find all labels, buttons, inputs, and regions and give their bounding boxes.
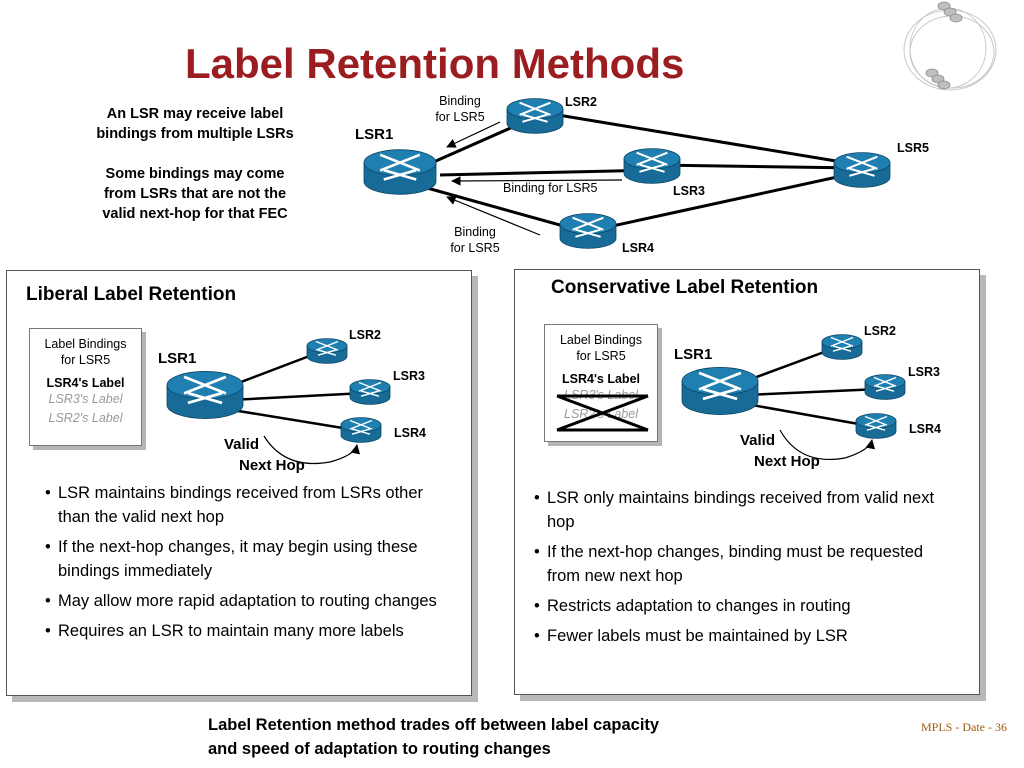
bindings-box-title: Label Bindings for LSR5 <box>545 325 657 364</box>
liberal-panel-title: Liberal Label Retention <box>26 284 237 305</box>
conservative-label-bindings-box: Label Bindings for LSR5 LSR4's Label LSR… <box>544 324 658 442</box>
liberal-router-label-lsr4: LSR4 <box>394 426 426 440</box>
router-icon-lsr4 <box>559 213 617 249</box>
binding-label-lsr4: Binding for LSR5 <box>440 224 510 256</box>
conservative-next-hop-label: Next Hop <box>754 453 820 470</box>
lsr4-label-entry: LSR4's Label <box>562 372 640 386</box>
router-icon-conservative-lsr2 <box>821 334 863 360</box>
page-title: Label Retention Methods <box>185 40 685 87</box>
bindings-box-title-text: for LSR5 <box>60 353 111 367</box>
intro-line: Some bindings may come <box>105 166 285 182</box>
binding-text: Binding <box>454 225 496 239</box>
bindings-box-title-text: for LSR5 <box>576 349 626 363</box>
bullet-item: If the next-hop changes, binding must be… <box>533 540 953 588</box>
binding-text: Binding <box>439 94 481 108</box>
router-label-lsr3: LSR3 <box>673 184 705 198</box>
bindings-box-title-text: Label Bindings <box>44 337 127 351</box>
router-icon-liberal-lsr3 <box>349 379 391 405</box>
router-icon-liberal-lsr2 <box>306 338 348 364</box>
conservative-router-label-lsr2: LSR2 <box>864 324 896 338</box>
router-icon-liberal-lsr1 <box>166 371 244 419</box>
intro-line: valid next-hop for that FEC <box>102 206 288 222</box>
router-icon-lsr2 <box>506 98 564 134</box>
liberal-router-label-lsr3: LSR3 <box>393 369 425 383</box>
binding-label-lsr2: Binding for LSR5 <box>425 93 495 125</box>
liberal-router-label-lsr2: LSR2 <box>349 328 381 342</box>
lsr2-label-entry: LSR2's Label <box>48 411 123 425</box>
router-icon-conservative-lsr1 <box>681 367 759 415</box>
conservative-router-label-lsr1: LSR1 <box>674 346 713 363</box>
footer-caption: Label Retention method trades off betwee… <box>208 713 659 761</box>
router-label-lsr2: LSR2 <box>565 95 597 109</box>
bindings-box-title-text: Label Bindings <box>559 333 642 347</box>
router-label-lsr1: LSR1 <box>355 126 394 143</box>
bullet-item: Restricts adaptation to changes in routi… <box>533 594 953 618</box>
bullet-item: If the next-hop changes, it may begin us… <box>44 535 456 583</box>
conservative-router-label-lsr4: LSR4 <box>909 422 941 436</box>
bullet-item: May allow more rapid adaptation to routi… <box>44 589 456 613</box>
lsr3-label-entry: LSR3's Label <box>48 392 123 406</box>
bullet-item: LSR only maintains bindings received fro… <box>533 486 953 534</box>
liberal-next-hop-label: Next Hop <box>239 457 305 474</box>
bullet-item: LSR maintains bindings received from LSR… <box>44 481 456 529</box>
bullet-item: Fewer labels must be maintained by LSR <box>533 624 953 648</box>
footer-line: Label Retention method trades off betwee… <box>208 716 660 734</box>
liberal-valid-label: Valid <box>224 436 260 453</box>
conservative-bullet-list: LSR only maintains bindings received fro… <box>533 486 953 654</box>
liberal-router-label-lsr1: LSR1 <box>158 350 197 367</box>
router-icon-lsr1 <box>363 149 437 195</box>
conservative-panel-title: Conservative Label Retention <box>551 277 819 298</box>
binding-label-lsr3: Binding for LSR5 <box>503 181 598 195</box>
router-icon-conservative-lsr3 <box>864 374 906 400</box>
page-number: MPLS - Date - 36 <box>921 720 1007 734</box>
liberal-label-bindings-box: Label Bindings for LSR5 LSR4's Label LSR… <box>29 328 142 446</box>
intro-line: An LSR may receive label <box>106 106 284 122</box>
lsr4-label-entry: LSR4's Label <box>46 376 125 390</box>
binding-text: for LSR5 <box>450 241 500 255</box>
conservative-valid-label: Valid <box>740 432 776 449</box>
bindings-box-title: Label Bindings for LSR5 <box>30 329 141 368</box>
router-icon-conservative-lsr4 <box>855 413 897 439</box>
bullet-item: Requires an LSR to maintain many more la… <box>44 619 456 643</box>
router-label-lsr4: LSR4 <box>622 241 654 255</box>
intro-line: bindings from multiple LSRs <box>96 126 294 142</box>
router-icon-liberal-lsr4 <box>340 417 382 443</box>
intro-text: An LSR may receive label bindings from m… <box>70 104 320 224</box>
router-icon-lsr5 <box>833 152 891 188</box>
intro-line: from LSRs that are not the <box>103 186 287 202</box>
footer-line: and speed of adaptation to routing chang… <box>208 740 551 758</box>
conservative-router-label-lsr3: LSR3 <box>908 365 940 379</box>
router-icon-lsr3 <box>623 148 681 184</box>
liberal-bullet-list: LSR maintains bindings received from LSR… <box>44 481 456 649</box>
binding-text: for LSR5 <box>435 110 485 124</box>
router-label-lsr5: LSR5 <box>897 141 929 155</box>
cross-line <box>556 394 649 432</box>
